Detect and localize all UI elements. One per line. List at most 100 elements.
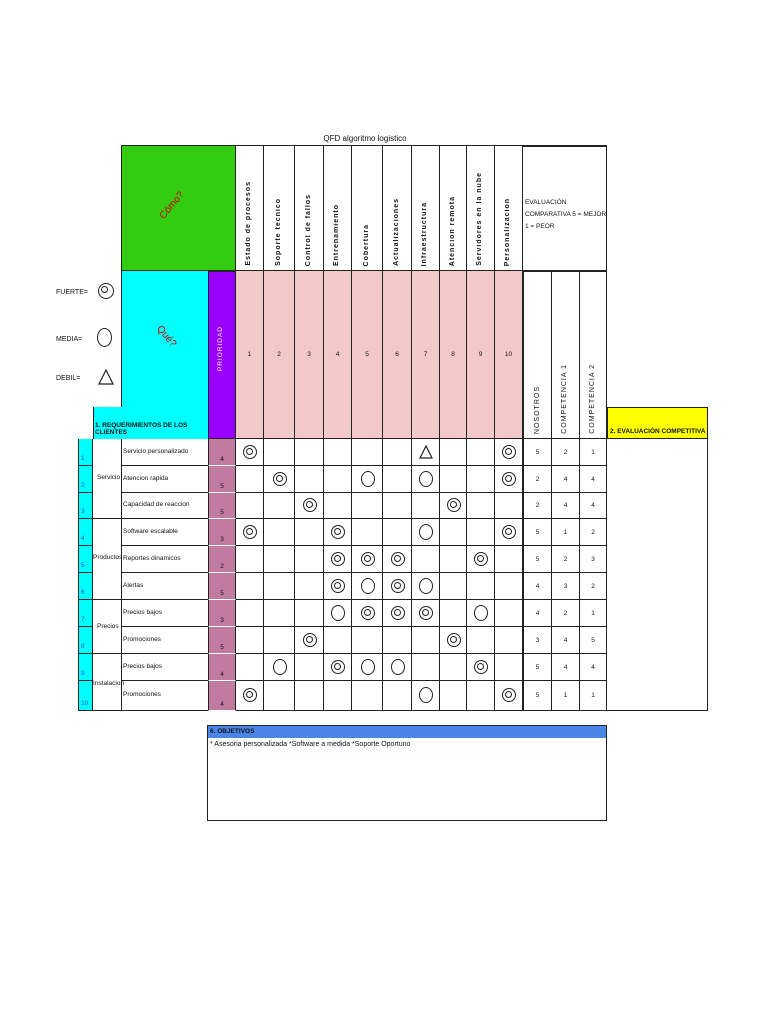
relationship-cell <box>383 627 412 654</box>
how-number-cell: 1 <box>236 271 264 439</box>
medium-symbol-icon <box>272 658 287 675</box>
strong-symbol-icon <box>474 659 488 674</box>
relationship-cell <box>495 519 523 546</box>
objectives-header-label: 6. OBJETIVOS <box>210 728 255 735</box>
medium-symbol-icon <box>419 523 433 540</box>
competitive-area <box>607 439 708 711</box>
how-number: 9 <box>478 351 483 358</box>
how-label: Infraestructura <box>421 201 428 266</box>
how-number-cell: 5 <box>352 271 383 439</box>
relationship-cell <box>295 627 324 654</box>
priority-value: 5 <box>220 483 224 490</box>
relationship-cell <box>467 681 495 711</box>
relationship-cell <box>495 439 523 466</box>
how-header-cell: Atencion remota <box>440 145 467 271</box>
evaluation-cell: 5 <box>523 546 552 573</box>
evaluation-value: 3 <box>535 636 540 644</box>
evaluation-cell: 2 <box>523 493 552 519</box>
relationship-cell <box>352 466 383 493</box>
how-number: 3 <box>307 351 311 358</box>
how-header-cell: Actualizaciones <box>383 145 412 271</box>
requirement-label: Capacidad de reaccion <box>123 501 190 508</box>
evaluation-value: 2 <box>563 609 568 617</box>
strong-symbol-icon <box>331 524 345 539</box>
requirement-cell: Capacidad de reaccion <box>121 493 208 519</box>
row-number: 8 <box>81 643 85 650</box>
evaluation-cell: 5 <box>523 439 552 466</box>
relationship-cell <box>264 546 295 573</box>
requirement-cell: Servicio personalizado <box>121 439 208 466</box>
requirement-label: Precios bajos <box>123 662 163 670</box>
relationship-cell <box>264 439 295 466</box>
evaluation-value: 2 <box>563 448 568 456</box>
requirement-cell: Alertas <box>121 573 208 600</box>
row-number-cell: 10 <box>78 681 93 711</box>
requirement-label: Servicio personalizado <box>123 447 189 455</box>
priority-cell: 4 <box>208 654 236 681</box>
how-number-cell: 2 <box>264 271 295 439</box>
priority-cell: 5 <box>208 493 236 519</box>
relationship-cell <box>467 600 495 627</box>
relationship-cell <box>440 439 467 466</box>
relationship-cell <box>440 600 467 627</box>
relationship-cell <box>467 439 495 466</box>
strong-symbol-icon <box>502 688 516 702</box>
relationship-cell <box>352 546 383 573</box>
relationship-cell <box>324 466 352 493</box>
relationship-cell <box>412 627 440 654</box>
relationship-cell <box>412 466 440 493</box>
relationship-cell <box>383 573 412 600</box>
relationship-cell <box>324 654 352 681</box>
strong-symbol-icon <box>98 283 114 299</box>
relationship-cell <box>467 627 495 654</box>
priority-value: 4 <box>220 671 224 678</box>
evaluation-cell: 5 <box>523 681 552 711</box>
relationship-cell <box>412 681 440 711</box>
how-label: Servidores en la nube <box>476 172 483 266</box>
priority-value: 5 <box>220 590 224 597</box>
relationship-cell <box>295 681 324 711</box>
how-number: 8 <box>451 351 455 358</box>
evaluation-cell: 5 <box>580 627 607 654</box>
evaluation-cell: 4 <box>580 654 607 681</box>
priority-cell: 3 <box>208 600 236 627</box>
evaluation-cell: 4 <box>580 466 607 493</box>
relationship-cell <box>495 546 523 573</box>
priority-cell: 5 <box>208 627 236 654</box>
how-label: Actualizaciones <box>392 198 400 266</box>
evaluation-cell: 2 <box>580 519 607 546</box>
evaluation-cell: 3 <box>552 573 580 600</box>
row-number-cell: 2 <box>78 466 93 493</box>
strong-symbol-icon <box>390 551 405 566</box>
relationship-cell <box>495 681 523 711</box>
requirement-label: Alertas <box>123 581 144 589</box>
evaluation-cell: 2 <box>523 466 552 493</box>
how-label: Entrenamiento <box>333 203 340 266</box>
relationship-cell <box>264 654 295 681</box>
medium-symbol-icon <box>390 658 405 675</box>
how-number: 1 <box>247 351 252 358</box>
relationship-cell <box>324 600 352 627</box>
relationship-cell <box>236 439 264 466</box>
evaluation-cell: 4 <box>580 493 607 519</box>
evaluation-value: 4 <box>563 502 568 509</box>
evaluation-value: 2 <box>563 555 568 563</box>
strong-symbol-icon <box>331 578 345 593</box>
strong-symbol-icon <box>243 524 257 539</box>
relationship-cell <box>440 493 467 519</box>
row-number: 5 <box>81 562 85 569</box>
relationship-cell <box>495 573 523 600</box>
medium-symbol-icon <box>419 687 433 703</box>
relationship-cell <box>495 493 523 519</box>
strong-symbol-icon <box>419 605 433 620</box>
evaluation-cell: 2 <box>580 573 607 600</box>
evaluation-value: 4 <box>535 609 540 617</box>
strong-symbol-icon <box>474 551 488 566</box>
requirement-label: Promociones <box>123 635 161 643</box>
relationship-cell <box>440 627 467 654</box>
evaluation-value: 4 <box>563 663 568 671</box>
how-header-cell: Cobertura <box>352 145 383 271</box>
strong-symbol-icon <box>502 471 516 486</box>
medium-symbol-icon <box>331 604 345 621</box>
relationship-cell <box>383 654 412 681</box>
